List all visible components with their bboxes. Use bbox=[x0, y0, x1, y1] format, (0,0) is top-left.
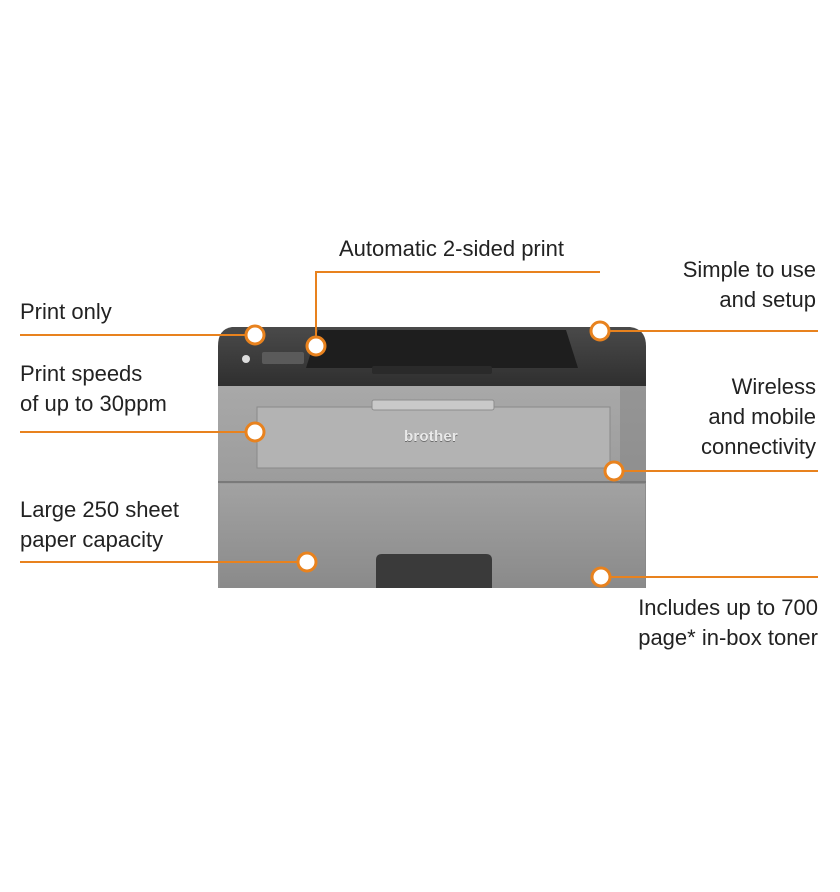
output-tray-stopper bbox=[372, 366, 492, 374]
marker-in-box-toner bbox=[590, 566, 612, 588]
label-automatic-duplex: Automatic 2-sided print bbox=[339, 236, 564, 261]
marker-wireless bbox=[603, 460, 625, 482]
power-button-icon bbox=[242, 355, 250, 363]
label-paper-capacity: Large 250 sheet paper capacity bbox=[20, 497, 180, 552]
label-simple-setup: Simple to use and setup bbox=[682, 257, 816, 312]
label-in-box-toner: Includes up to 700 page* in-box toner bbox=[638, 595, 818, 650]
front-cover-handle bbox=[371, 399, 495, 411]
callout-markers bbox=[244, 320, 625, 588]
marker-print-only bbox=[244, 324, 266, 346]
label-print-only: Print only bbox=[20, 299, 112, 324]
label-print-speed: Print speeds of up to 30ppm bbox=[20, 361, 167, 416]
marker-automatic-duplex bbox=[305, 335, 327, 357]
printer-body bbox=[218, 327, 646, 588]
output-tray-recess bbox=[306, 330, 578, 368]
marker-simple-setup bbox=[589, 320, 611, 342]
marker-print-speed bbox=[244, 421, 266, 443]
paper-tray-handle bbox=[376, 554, 492, 588]
callout-line-automatic-duplex bbox=[315, 271, 600, 346]
callout-lines bbox=[20, 271, 818, 578]
brother-logo: brother bbox=[404, 428, 458, 445]
label-wireless: Wireless and mobile connectivity bbox=[701, 374, 816, 459]
control-panel bbox=[262, 352, 304, 364]
marker-paper-capacity bbox=[296, 551, 318, 573]
